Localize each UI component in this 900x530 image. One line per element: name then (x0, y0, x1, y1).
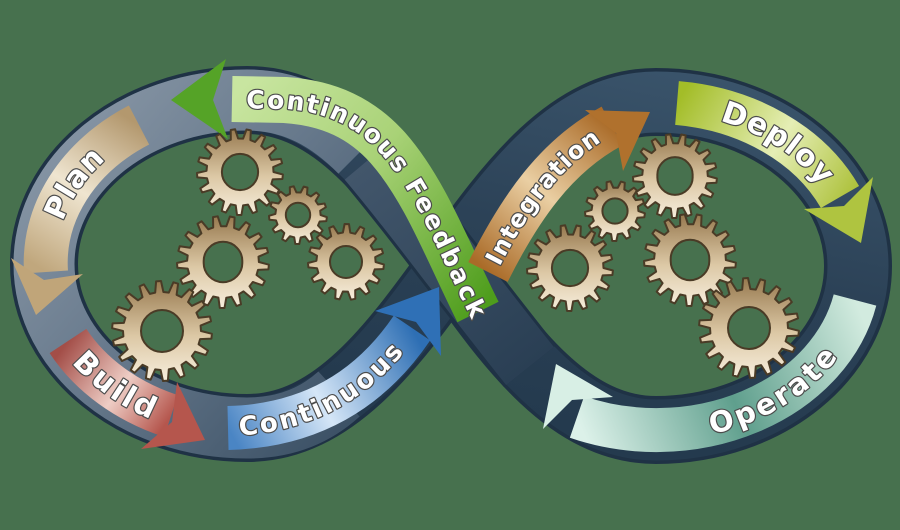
continuous-feedback-band (231, 76, 499, 323)
build-band (49, 328, 179, 437)
plan-arrow (11, 105, 150, 315)
gear-icon (584, 180, 646, 242)
build-arrowhead (141, 382, 205, 449)
continuous-feedback-arrowhead (171, 59, 228, 139)
gear-icon (632, 133, 718, 219)
continuous-feedback-arrow (171, 59, 499, 323)
gears-right-loop (526, 133, 800, 379)
operate-arrow (543, 293, 877, 453)
deploy-arrow (674, 81, 873, 243)
deploy-band (674, 81, 860, 209)
gear-icon (176, 215, 270, 309)
continuous-arrowhead (375, 287, 441, 356)
plan-band (23, 105, 150, 274)
continuous-band (227, 315, 431, 450)
build-arrow (49, 328, 205, 449)
gear-icon (307, 223, 385, 301)
gears-left-loop (111, 128, 385, 382)
integration-arrow (468, 106, 650, 282)
gear-icon (643, 213, 737, 307)
gear-icon (268, 185, 328, 245)
gear-icon (196, 128, 284, 216)
deploy-arrowhead (804, 177, 873, 243)
integration-band (468, 106, 623, 282)
gear-icon (111, 280, 213, 382)
gear-icon (698, 277, 800, 379)
operate-arrowhead (543, 364, 613, 429)
gear-icon (526, 224, 614, 312)
continuous-arrow (227, 287, 441, 450)
integration-arrowhead (585, 110, 650, 171)
operate-band (569, 293, 877, 453)
plan-arrowhead (11, 258, 83, 315)
